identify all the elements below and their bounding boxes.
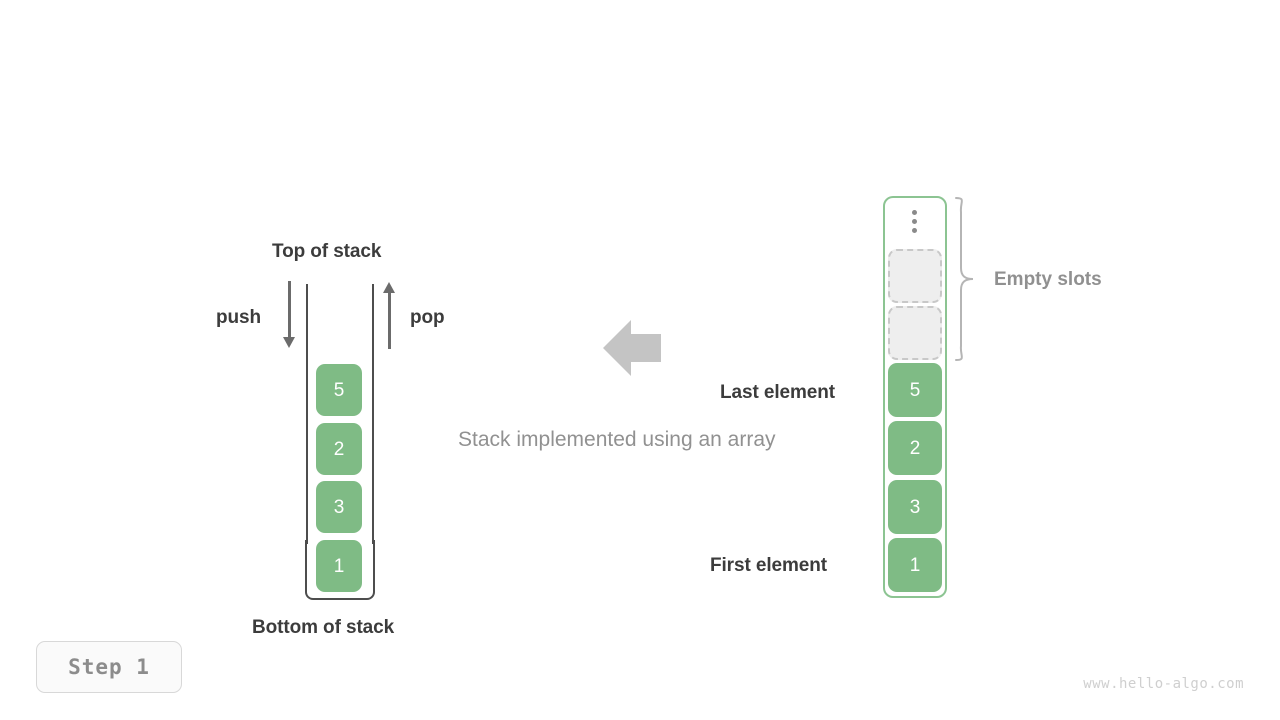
watermark: www.hello-algo.com bbox=[1083, 676, 1244, 692]
push-arrow-shaft bbox=[288, 281, 291, 338]
step-badge: Step 1 bbox=[36, 641, 182, 693]
empty-slot bbox=[888, 249, 942, 303]
pop-arrow-shaft bbox=[388, 292, 391, 349]
first-element-label: First element bbox=[710, 555, 827, 576]
array-cell: 5 bbox=[888, 363, 942, 417]
pop-arrow-head-icon bbox=[383, 282, 395, 293]
diagram-caption: Stack implemented using an array bbox=[458, 428, 776, 451]
empty-slots-brace-icon bbox=[955, 197, 974, 361]
bottom-of-stack-label: Bottom of stack bbox=[252, 617, 395, 638]
stack-wall-left bbox=[306, 284, 308, 544]
stack-cell: 1 bbox=[316, 540, 362, 592]
last-element-label: Last element bbox=[720, 382, 835, 403]
vertical-ellipsis-icon bbox=[909, 210, 919, 233]
stack-cell: 2 bbox=[316, 423, 362, 475]
pop-label: pop bbox=[410, 307, 445, 328]
stack-cell: 5 bbox=[316, 364, 362, 416]
array-cell: 2 bbox=[888, 421, 942, 475]
array-cell: 3 bbox=[888, 480, 942, 534]
left-pointing-arrow-icon bbox=[603, 320, 661, 376]
push-label: push bbox=[216, 307, 261, 328]
top-of-stack-label: Top of stack bbox=[272, 241, 382, 262]
stack-cell: 3 bbox=[316, 481, 362, 533]
empty-slots-label: Empty slots bbox=[994, 269, 1102, 290]
array-cell: 1 bbox=[888, 538, 942, 592]
stack-wall-right bbox=[372, 284, 374, 544]
empty-slot bbox=[888, 306, 942, 360]
stack-container-bottom bbox=[305, 540, 375, 600]
push-arrow-head-icon bbox=[283, 337, 295, 348]
